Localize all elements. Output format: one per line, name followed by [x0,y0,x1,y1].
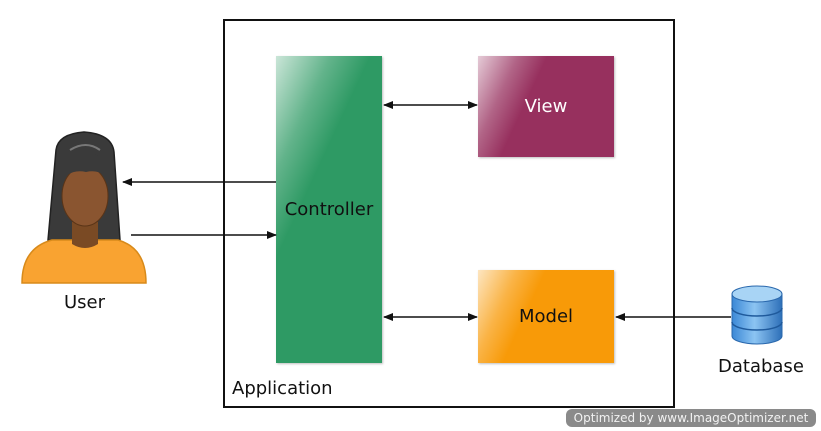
database-label: Database [718,356,804,377]
watermark: Optimized by www.ImageOptimizer.net [566,409,816,427]
user-label: User [64,292,106,313]
application-label: Application [232,378,333,399]
view-label: View [524,96,568,117]
model-label: Model [518,306,574,327]
application-container [223,19,675,408]
controller-label: Controller [284,199,374,220]
